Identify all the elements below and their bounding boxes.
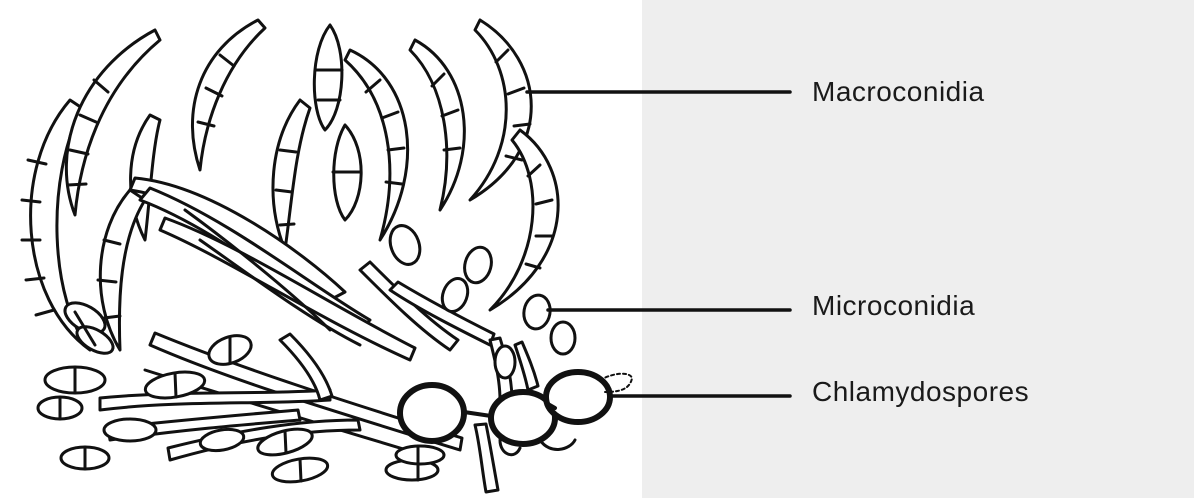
- macroconidium: [192, 20, 265, 170]
- microconidia-label: Microconidia: [812, 290, 975, 322]
- macroconidium: [100, 190, 145, 350]
- macroconidia-label: Macroconidia: [812, 76, 985, 108]
- macroconidium: [470, 20, 531, 200]
- chlamydospores-group: [400, 372, 632, 455]
- chlamydospores-label: Chlamydospores: [812, 376, 1029, 408]
- hyphae-group: [100, 178, 538, 492]
- macroconidium: [410, 40, 464, 210]
- macroconidium: [314, 25, 342, 130]
- macroconidium: [273, 100, 310, 250]
- macroconidia-group: [22, 20, 558, 350]
